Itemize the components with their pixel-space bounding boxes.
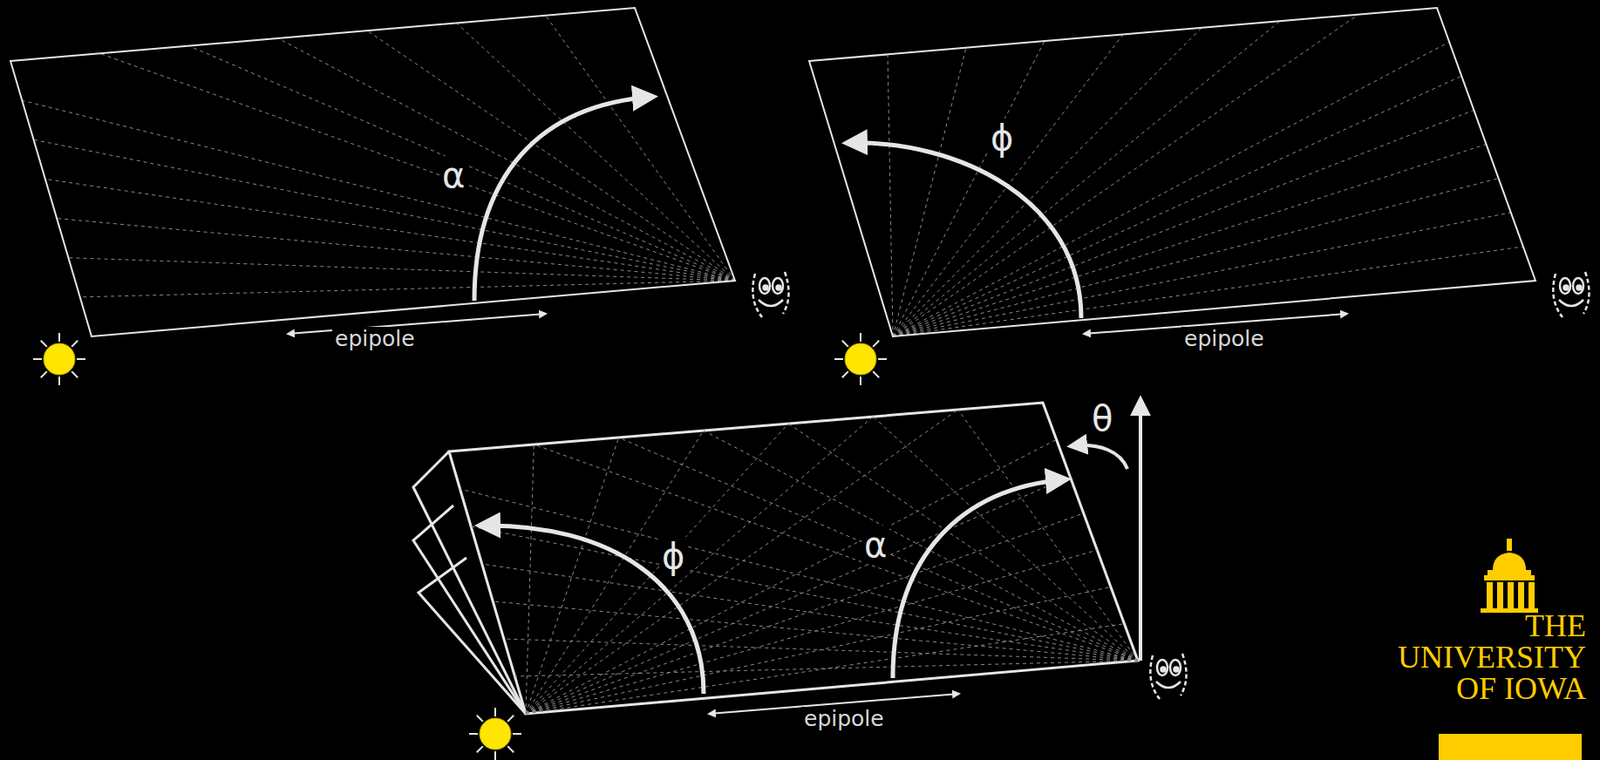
angle-label: θ (1089, 399, 1116, 438)
fan-line (456, 22, 736, 281)
viewer-face (1552, 272, 1589, 318)
fan-line (872, 416, 1138, 661)
epipolar-plane (10, 7, 736, 337)
viewer-face (752, 272, 789, 318)
viewer-face (1150, 653, 1186, 700)
alpha-arc (474, 96, 654, 301)
university-name: THE UNIVERSITY OF IOWA (1356, 610, 1589, 705)
fan-line (892, 40, 1045, 337)
fan-line (21, 100, 736, 281)
fan-line (278, 38, 736, 281)
fan-line (887, 54, 893, 337)
epipole-label: epipole (801, 707, 887, 732)
theta-arc (1070, 445, 1128, 470)
fan-line (68, 258, 736, 281)
fan-line (892, 14, 1359, 337)
fan-line (525, 550, 1097, 715)
light-source (469, 708, 522, 760)
fan-line (514, 660, 1138, 677)
fan-line (45, 178, 736, 281)
fan-line (788, 423, 1138, 661)
epipolar-plane (809, 7, 1536, 337)
fan-line (525, 624, 1124, 715)
fan-line (99, 53, 736, 281)
fan-line (525, 444, 534, 715)
fan-line (34, 139, 736, 281)
light-source (33, 333, 86, 386)
fan-line (892, 47, 967, 337)
fan-line (525, 437, 620, 715)
epipole-label: epipole (332, 326, 418, 352)
fan-line (892, 41, 1450, 337)
vertical-axis (1138, 399, 1143, 661)
angle-label: α (439, 156, 468, 195)
fan-line (525, 586, 1111, 715)
angle-label: α (861, 525, 890, 565)
fan-line (892, 212, 1512, 337)
phi-arc (846, 142, 1082, 319)
phi-arc (479, 525, 704, 695)
fan-line (525, 439, 1057, 715)
fan-line (367, 30, 736, 281)
angle-label: ϕ (659, 537, 688, 576)
fan-line (525, 416, 873, 715)
fan-line (470, 526, 1138, 661)
fan-line (525, 423, 789, 715)
fan-line (482, 564, 1138, 661)
fan-line (492, 601, 1138, 661)
fan-line (892, 178, 1499, 337)
epipolar-plane (449, 402, 1138, 715)
epipole-label: epipole (1181, 326, 1267, 352)
fan-line (545, 15, 736, 281)
fan-line (189, 46, 736, 281)
fan-line (619, 437, 1138, 661)
fan-line (460, 489, 1138, 661)
angle-label: ϕ (987, 118, 1016, 157)
fan-line (892, 246, 1524, 337)
fan-line (525, 513, 1084, 715)
fan-line (892, 75, 1462, 337)
fan-line (892, 27, 1202, 337)
alpha-arc (892, 479, 1067, 679)
fan-line (503, 639, 1138, 661)
light-source (834, 333, 887, 386)
fan-line (958, 409, 1138, 661)
fan-line (892, 20, 1280, 337)
fan-line (703, 430, 1138, 661)
fan-line (525, 430, 704, 715)
fan-line (892, 109, 1474, 337)
fan-line (56, 218, 736, 281)
fan-line (525, 476, 1070, 715)
fan-line (533, 444, 1138, 661)
